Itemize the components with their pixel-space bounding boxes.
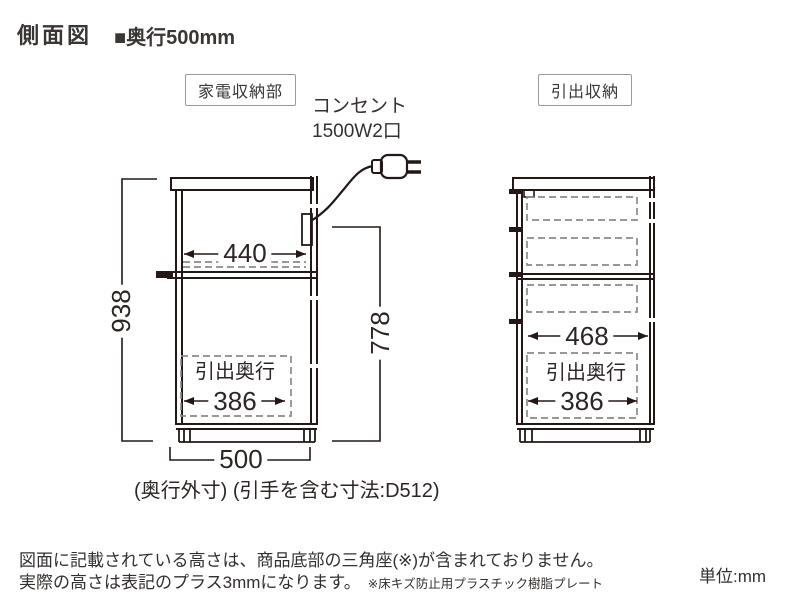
depth-caption: (奥行外寸) (引手を含む寸法:D512): [134, 480, 440, 502]
drawer-handle-1: [509, 189, 521, 194]
left-cabinet-front-wall: [175, 190, 183, 425]
drawer-handle-2: [509, 227, 521, 232]
depth-note: ■奥行500mm: [114, 27, 236, 49]
appliance-storage-label: 家電収納部: [185, 74, 297, 106]
drawer-3-dashed-box: [526, 284, 638, 313]
dim-386-right-arrow-right: [627, 397, 637, 405]
left-cabinet-top-board: [170, 177, 314, 191]
outlet-name: コンセント: [312, 96, 408, 117]
back-wall-gap-marks: [647, 198, 657, 322]
dim-468-arrow-right: [638, 332, 648, 340]
left-drawer-depth-label: 引出奥行: [195, 361, 275, 383]
dim-500-value: 500: [214, 446, 268, 472]
plug-body: [379, 153, 409, 180]
drawer-handle-4: [509, 319, 521, 324]
right-cabinet-divider: [517, 273, 654, 280]
outlet-spec: 1500W2口: [312, 121, 402, 142]
dim-468-arrow-left: [528, 332, 538, 340]
power-plug-icon: [371, 153, 421, 180]
dim-468-value: 468: [560, 323, 614, 349]
dim-938-value: 938: [106, 284, 136, 338]
drawer-2-dashed-box: [526, 237, 638, 266]
dim-386-left-value: 386: [208, 388, 262, 414]
dim-386-right-arrow-left: [528, 397, 538, 405]
power-cable: [310, 164, 374, 222]
left-dimension-lines: [121, 178, 381, 461]
footnote-line-2-main: 実際の高さは表記のプラス3mmになります。: [19, 573, 361, 592]
slide-counter-board: [166, 271, 317, 279]
dim-440-value: 440: [218, 240, 272, 266]
left-cabinet-drawing: [156, 153, 421, 443]
page-title: 側面図: [17, 23, 93, 48]
left-cabinet-bottom-board: [176, 423, 317, 430]
right-cabinet-front-wall: [516, 190, 523, 425]
back-wall-gap-marks: [308, 204, 320, 368]
drawer-1-dashed-box: [526, 196, 638, 221]
right-cabinet-bottom-board: [517, 423, 654, 430]
footnote-plate-ref: ※床キズ防止用プラスチック樹脂プレート: [367, 577, 603, 591]
right-cabinet-top-board: [512, 177, 655, 191]
outlet-socket-icon: [301, 213, 313, 246]
right-cabinet-base: [519, 429, 651, 443]
slide-counter-handle: [156, 271, 173, 278]
dim-386-left-arrow-left: [184, 397, 194, 405]
dim-386-left-arrow-right: [275, 397, 285, 405]
drawer-4-dashed-box: [526, 352, 638, 419]
right-drawer-dashed-boxes: [526, 196, 638, 419]
front-top-notch: [523, 189, 535, 198]
right-cabinet-drawing: [509, 176, 657, 443]
dim-440-arrow-left: [184, 250, 194, 258]
dim-440-arrow-right: [296, 250, 306, 258]
right-cabinet-back-wall: [649, 176, 655, 425]
drawer-handle-3: [509, 272, 521, 277]
footnote-line-2: 実際の高さは表記のプラス3mmになります。 ※床キズ防止用プラスチック樹脂プレート: [19, 568, 603, 593]
drawer-storage-label: 引出収納: [538, 74, 633, 106]
left-cabinet-base: [178, 429, 316, 443]
outlet-annotation: コンセント 1500W2口: [312, 94, 407, 144]
dim-778-value: 778: [365, 306, 395, 360]
right-drawer-depth-label: 引出奥行: [546, 362, 626, 384]
dim-386-right-value: 386: [555, 388, 609, 414]
left-drawer-depth-dashed-box: [180, 355, 292, 417]
unit-label: 単位:mm: [699, 567, 767, 586]
plug-prongs: [407, 160, 421, 174]
footnote-line-1: 図面に記載されている高さは、商品底部の三角座(※)が含まれておりません。: [19, 551, 604, 570]
